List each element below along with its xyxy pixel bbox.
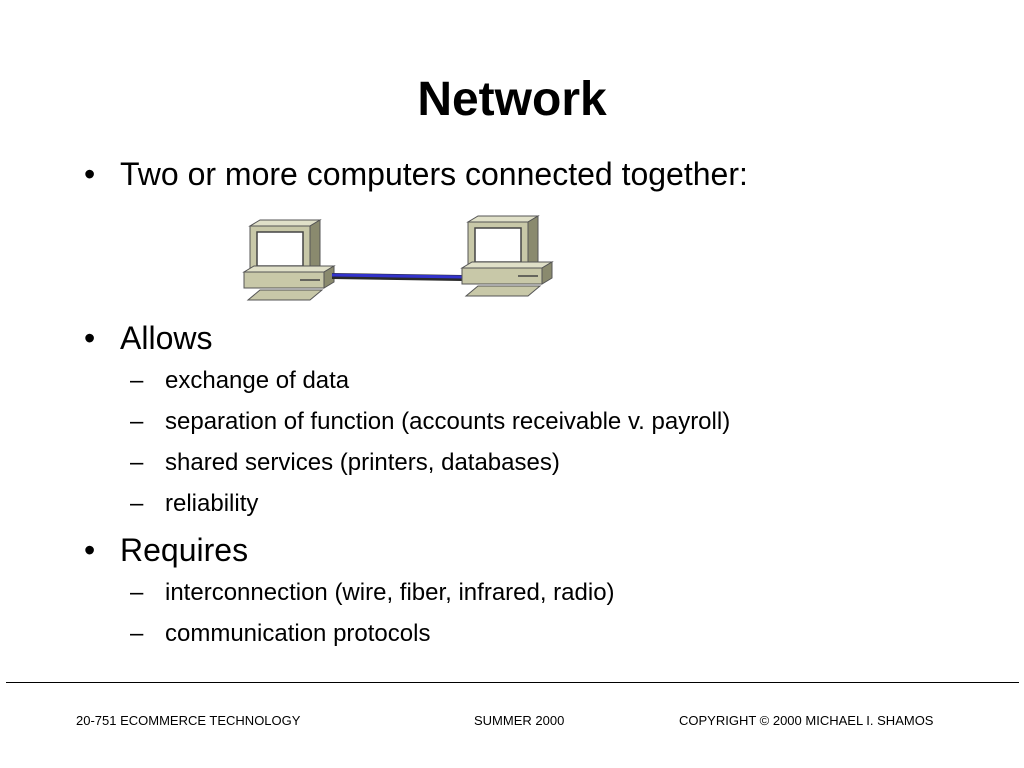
sub-bullet-marker: – bbox=[130, 620, 144, 647]
sub-bullet-marker: – bbox=[130, 490, 144, 517]
sub-bullet-marker: – bbox=[130, 449, 144, 476]
network-diagram bbox=[242, 215, 554, 301]
sub-bullet-text: reliability bbox=[165, 490, 259, 517]
sub-bullet-text: interconnection (wire, fiber, infrared, … bbox=[165, 579, 615, 606]
bullet-marker: • bbox=[84, 532, 96, 568]
computer-icon bbox=[242, 219, 336, 301]
network-cable bbox=[331, 273, 463, 281]
sub-bullet-text: shared services (printers, databases) bbox=[165, 449, 560, 476]
sub-bullet-marker: – bbox=[130, 367, 144, 394]
footer-course: 20-751 ECOMMERCE TECHNOLOGY bbox=[76, 713, 301, 728]
sub-bullet-marker: – bbox=[130, 579, 144, 606]
bullet-marker: • bbox=[84, 156, 96, 192]
sub-bullet-text: exchange of data bbox=[165, 367, 350, 394]
sub-bullet-marker: – bbox=[130, 408, 144, 435]
slide-title: Network bbox=[417, 73, 607, 126]
bullet-text: Allows bbox=[120, 320, 213, 356]
bullet-text: Requires bbox=[120, 532, 249, 568]
computer-icon bbox=[460, 215, 554, 297]
footer-copyright: COPYRIGHT © 2000 MICHAEL I. SHAMOS bbox=[679, 713, 934, 728]
footer-term: SUMMER 2000 bbox=[474, 713, 565, 728]
bullet-marker: • bbox=[84, 320, 96, 356]
footer-divider bbox=[6, 682, 1019, 683]
sub-bullet-text: separation of function (accounts receiva… bbox=[165, 408, 731, 435]
bullet-text: Two or more computers connected together… bbox=[120, 156, 748, 192]
sub-bullet-text: communication protocols bbox=[165, 620, 431, 647]
